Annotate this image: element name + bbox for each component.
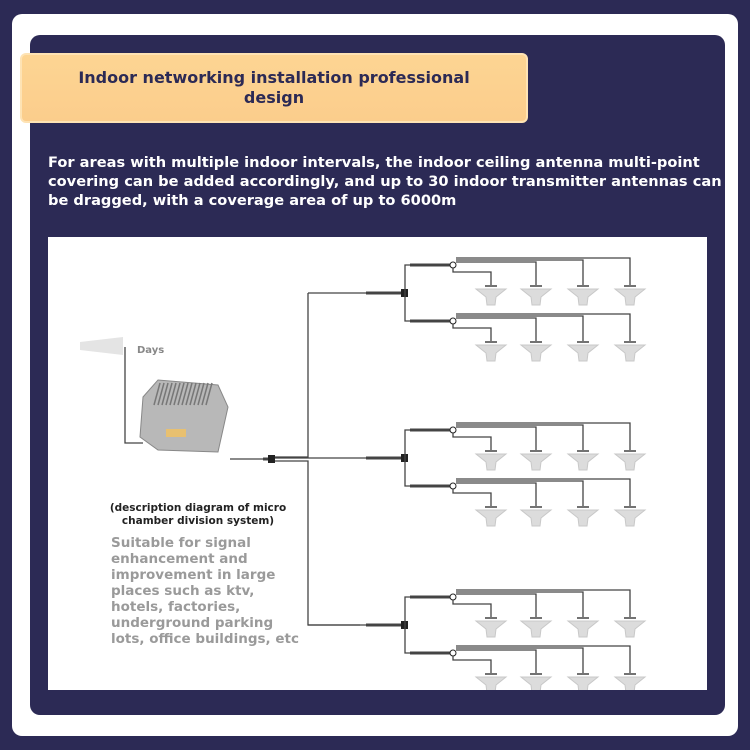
heat-fin (197, 382, 205, 406)
antenna-label: Days (137, 345, 165, 356)
heat-fin (193, 382, 201, 406)
ceiling-antenna-icon (519, 509, 553, 527)
ceiling-antenna-icon (613, 676, 647, 690)
ceiling-antenna-icon (519, 288, 553, 306)
trunk-cable (275, 293, 309, 458)
ceiling-antenna-icon (566, 509, 600, 527)
sub-splitter-icon (449, 426, 457, 434)
antenna-cable (456, 259, 584, 285)
heat-fin (189, 382, 197, 406)
sub-cable (404, 458, 410, 487)
sub-cable (404, 429, 410, 458)
antenna-cable (456, 647, 584, 673)
ceiling-antenna-icon (566, 453, 600, 471)
antenna-cable (452, 600, 492, 617)
ceiling-antenna-icon (474, 453, 508, 471)
sub-cable (404, 293, 410, 322)
ceiling-antenna-icon (613, 288, 647, 306)
repeater-label (166, 429, 186, 437)
ceiling-antenna-icon (519, 344, 553, 362)
antenna-cable (452, 433, 492, 450)
heat-fin (185, 382, 193, 406)
heat-fin (181, 382, 189, 406)
antenna-cable (452, 489, 492, 506)
antenna-cable (456, 422, 631, 450)
antenna-cable (124, 347, 143, 444)
ceiling-antenna-icon (613, 620, 647, 638)
sub-cable (404, 264, 410, 293)
antenna-cable (456, 480, 584, 506)
ceiling-antenna-icon (566, 344, 600, 362)
antenna-cable (456, 261, 537, 285)
ceiling-antenna-icon (566, 676, 600, 690)
suitable-text: Suitable for signal enhancement and impr… (111, 535, 299, 647)
ceiling-antenna-icon (519, 453, 553, 471)
antenna-cable (456, 589, 631, 617)
sub-cable (404, 625, 410, 654)
heat-fin (161, 382, 169, 406)
heat-fin (173, 382, 181, 406)
ceiling-antenna-icon (613, 453, 647, 471)
main-splitter-icon (268, 455, 275, 463)
antenna-cable (456, 482, 537, 506)
antenna-cable (452, 324, 492, 341)
heat-fin (201, 382, 209, 406)
diagram-caption: (description diagram of micro chamber di… (109, 502, 287, 527)
antenna-cable (456, 591, 584, 617)
antenna-cable (456, 257, 631, 285)
diagram-drawing (80, 257, 647, 690)
sub-splitter-icon (449, 593, 457, 601)
antenna-cable (456, 593, 537, 617)
page-title: Indoor networking installation professio… (78, 68, 470, 107)
antenna-cable (456, 313, 631, 341)
sub-splitter-icon (449, 261, 457, 269)
ceiling-antenna-icon (474, 288, 508, 306)
antenna-cable (456, 645, 631, 673)
ceiling-antenna-icon (566, 288, 600, 306)
antenna-cable (456, 478, 631, 506)
heat-fin (165, 382, 173, 406)
ceiling-antenna-icon (519, 676, 553, 690)
ceiling-antenna-icon (613, 509, 647, 527)
sub-splitter-icon (449, 482, 457, 490)
ceiling-antenna-icon (566, 620, 600, 638)
antenna-cable (456, 315, 584, 341)
heat-fin (205, 382, 213, 406)
antenna-cable (456, 426, 537, 450)
sub-cable (404, 596, 410, 625)
outdoor-antenna-icon (80, 337, 123, 355)
antenna-cable (452, 268, 492, 285)
antenna-cable (456, 317, 537, 341)
ceiling-antenna-icon (474, 509, 508, 527)
ceiling-antenna-icon (474, 676, 508, 690)
ceiling-antenna-icon (474, 344, 508, 362)
system-diagram: Days (description diagram of micro chamb… (48, 237, 707, 690)
antenna-cable (452, 656, 492, 673)
sub-splitter-icon (449, 317, 457, 325)
title-banner: Indoor networking installation professio… (20, 53, 528, 123)
ceiling-antenna-icon (613, 344, 647, 362)
ceiling-antenna-icon (519, 620, 553, 638)
heat-fin (153, 382, 161, 406)
heat-fin (169, 382, 177, 406)
ceiling-antenna-icon (474, 620, 508, 638)
antenna-cable (456, 649, 537, 673)
heat-fin (177, 382, 185, 406)
antenna-cable (456, 424, 584, 450)
heat-fin (157, 382, 165, 406)
repeater-device-icon (139, 379, 229, 453)
description-text: For areas with multiple indoor intervals… (48, 154, 722, 209)
sub-splitter-icon (449, 649, 457, 657)
